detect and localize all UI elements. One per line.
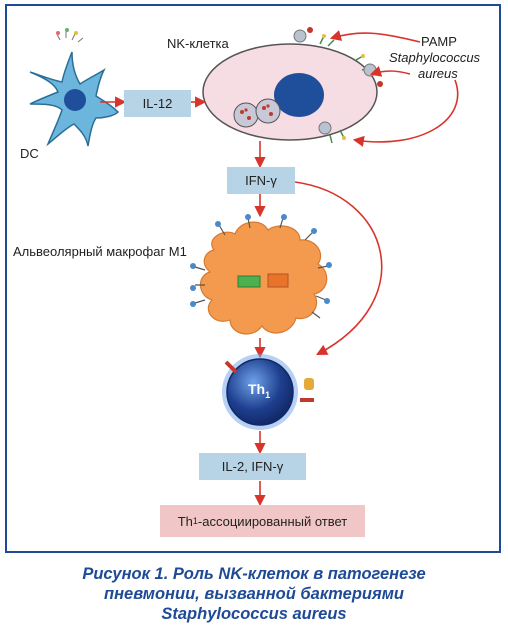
th1-cell-icon [222, 354, 314, 430]
diagram-canvas [29, 27, 459, 507]
nk-cell-icon [202, 34, 378, 144]
figure-caption: Рисунок 1. Роль NK-клеток в патогенезе п… [0, 564, 508, 624]
ifn-gamma-box: IFN-γ [227, 167, 295, 194]
nk-cell-label: NK-клетка [167, 36, 229, 51]
caption-line-2: пневмонии, вызванной бактериями [104, 585, 404, 603]
th1-label: Th1 [248, 381, 271, 400]
signal-arrows [100, 30, 459, 507]
figure-frame [5, 4, 501, 553]
macrophage-icon [190, 214, 332, 335]
pamp-label: PAMP [421, 34, 457, 49]
dendritic-cell-icon [29, 28, 120, 147]
aureus-label: aureus [418, 66, 458, 81]
il2-ifn-gamma-box: IL-2, IFN-γ [199, 453, 306, 480]
staphylococcus-label: Staphylococcus [389, 50, 481, 65]
bacteria-icon [293, 27, 383, 135]
macrophage-label: Альвеолярный макрофаг М1 [13, 244, 187, 259]
caption-line-3: Staphylococcus aureus [161, 605, 347, 623]
caption-line-1: Рисунок 1. Роль NK-клеток в патогенезе [82, 565, 426, 583]
dc-label: DC [20, 146, 39, 161]
il12-box: IL-12 [124, 90, 191, 117]
